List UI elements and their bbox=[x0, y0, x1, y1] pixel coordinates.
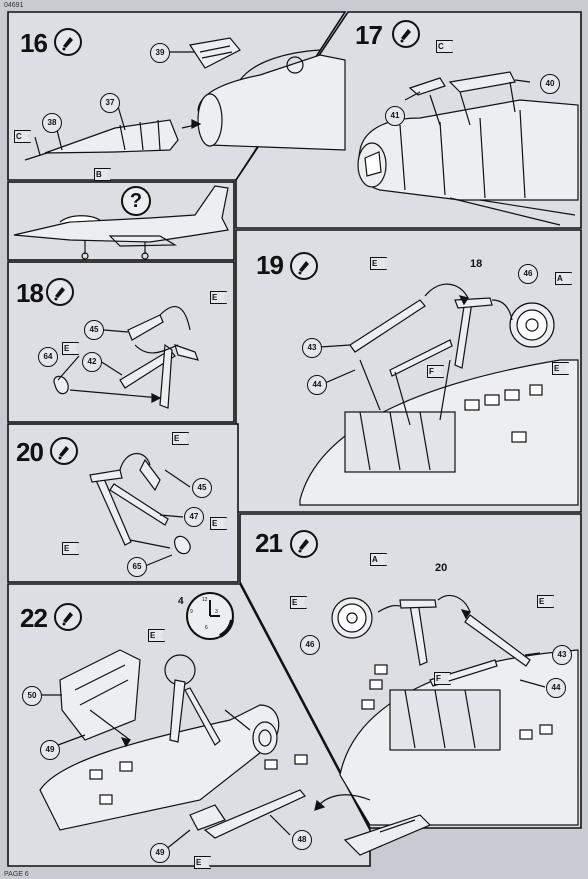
glue-tube-icon bbox=[46, 278, 74, 306]
part-callout-39: 39 bbox=[150, 43, 170, 63]
page-label: PAGE 6 bbox=[4, 871, 29, 878]
part-callout-37: 37 bbox=[100, 93, 120, 113]
step-17-number: 17 bbox=[355, 20, 383, 50]
part-callout-46: 46 bbox=[518, 264, 538, 284]
clock-icon bbox=[184, 590, 236, 642]
step-22-number: 22 bbox=[20, 603, 48, 633]
clock-6: 6 bbox=[205, 625, 208, 631]
step-18-number: 18 bbox=[16, 278, 44, 308]
step-19-number: 19 bbox=[256, 250, 284, 280]
glue-tube-icon bbox=[54, 28, 82, 56]
part-label-20: 20 bbox=[435, 562, 448, 574]
part-callout-43: 43 bbox=[302, 338, 322, 358]
part-callout-44: 44 bbox=[546, 678, 566, 698]
sprue-flag-f: F bbox=[434, 672, 451, 685]
glue-tube-icon bbox=[50, 437, 78, 465]
clock-9: 9 bbox=[190, 609, 193, 615]
part-callout-48: 48 bbox=[292, 830, 312, 850]
clock-side-label: 4 bbox=[178, 596, 184, 607]
glue-tube-icon bbox=[54, 603, 82, 631]
clock-12: 12 bbox=[202, 597, 208, 603]
part-callout-44: 44 bbox=[307, 375, 327, 395]
part-callout-47: 47 bbox=[184, 507, 204, 527]
part-callout-46: 46 bbox=[300, 635, 320, 655]
step-16-number: 16 bbox=[20, 28, 48, 58]
part-callout-65: 65 bbox=[127, 557, 147, 577]
sprue-flag-e: E bbox=[194, 856, 211, 869]
part-callout-42: 42 bbox=[82, 352, 102, 372]
part-callout-49: 49 bbox=[150, 843, 170, 863]
part-callout-45: 45 bbox=[84, 320, 104, 340]
sheet-code: 04691 bbox=[4, 2, 24, 9]
part-callout-45: 45 bbox=[192, 478, 212, 498]
step-21-number: 21 bbox=[255, 528, 283, 558]
part-callout-64: 64 bbox=[38, 347, 58, 367]
part-callout-41: 41 bbox=[385, 106, 405, 126]
question-mark-icon: ? bbox=[121, 186, 151, 216]
part-callout-49: 49 bbox=[40, 740, 60, 760]
step-20-number: 20 bbox=[16, 437, 44, 467]
glue-tube-icon bbox=[290, 252, 318, 280]
part-callout-50: 50 bbox=[22, 686, 42, 706]
part-callout-43: 43 bbox=[552, 645, 572, 665]
sprue-flag-e: E bbox=[210, 291, 227, 304]
clock-3: 3 bbox=[215, 609, 218, 615]
part-callout-40: 40 bbox=[540, 74, 560, 94]
sprue-flag-f: F bbox=[427, 365, 444, 378]
part-label-18: 18 bbox=[470, 258, 483, 270]
sprue-flag-a: A bbox=[555, 272, 572, 285]
glue-tube-icon bbox=[392, 20, 420, 48]
glue-tube-icon bbox=[290, 530, 318, 558]
part-callout-38: 38 bbox=[42, 113, 62, 133]
